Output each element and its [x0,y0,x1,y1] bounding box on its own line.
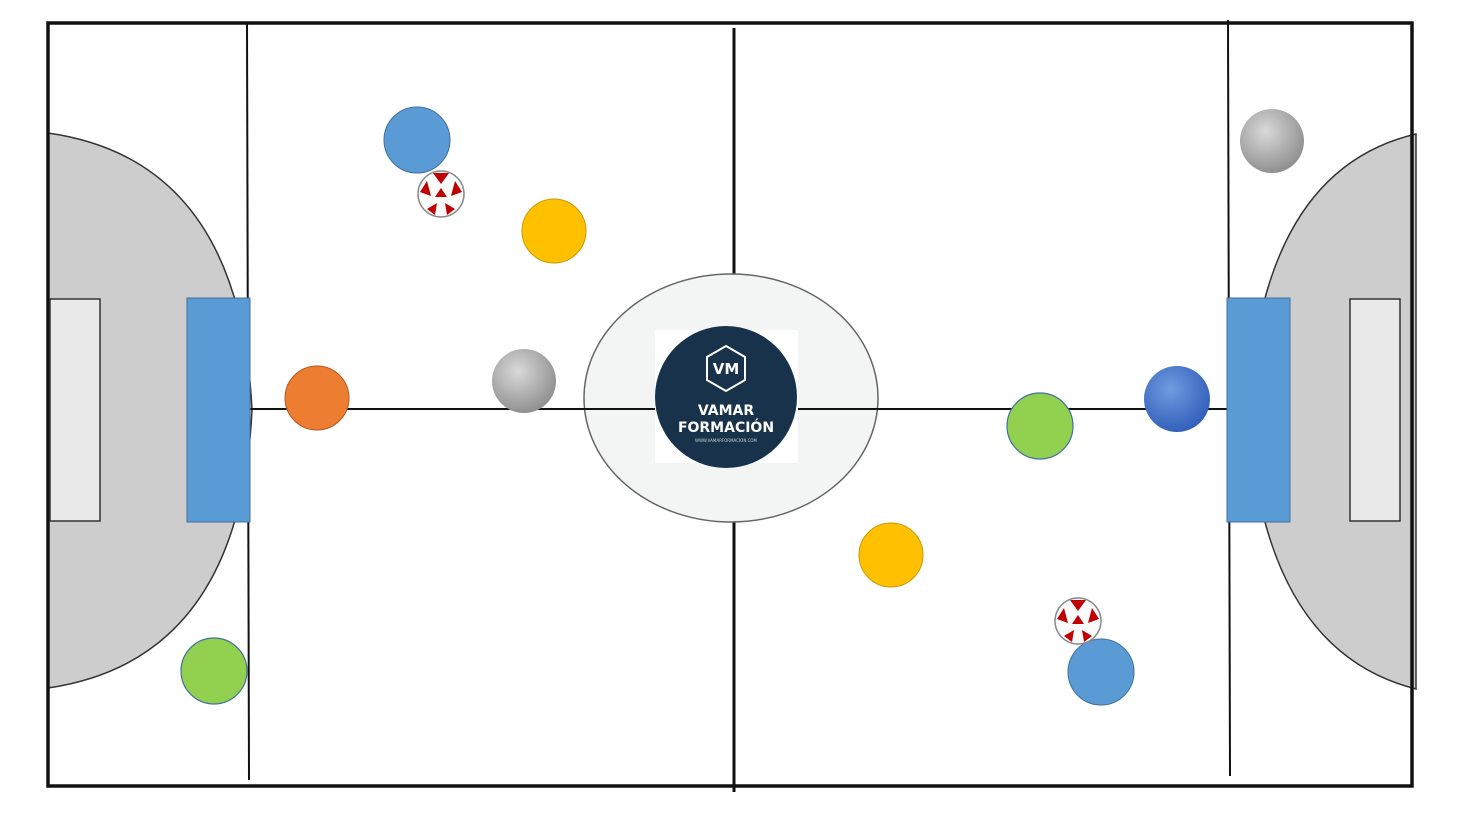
player-orange-left [284,365,350,431]
player-green-right [1006,392,1074,460]
right-goal [1349,298,1401,522]
left-goal-area [47,132,253,689]
right-blue-box [1226,297,1291,523]
player-gray-left [492,349,556,413]
court-boundary [46,21,1414,788]
player-blue-top-left [383,106,451,174]
player-blue-bottom-right [1067,638,1135,706]
player-green-bottom-left [180,637,248,705]
logo-monogram: VM [713,360,740,378]
logo-url: WWW.VAMARFORMACION.COM [695,438,758,443]
left-blue-box [186,297,251,523]
ball-top-left-icon [417,170,465,218]
vamar-formacion-logo: VM VAMAR FORMACIÓN WWW.VAMARFORMACION.CO… [655,326,798,468]
player-yellow-top-left [521,198,587,264]
player-blue-right [1144,366,1210,432]
logo-line2: FORMACIÓN [678,418,774,436]
player-yellow-bottom-right [858,522,924,588]
logo-line1: VAMAR [698,403,754,419]
player-gray-top-right [1240,109,1304,173]
left-goal [49,298,101,522]
ball-bottom-right-icon [1054,597,1102,645]
